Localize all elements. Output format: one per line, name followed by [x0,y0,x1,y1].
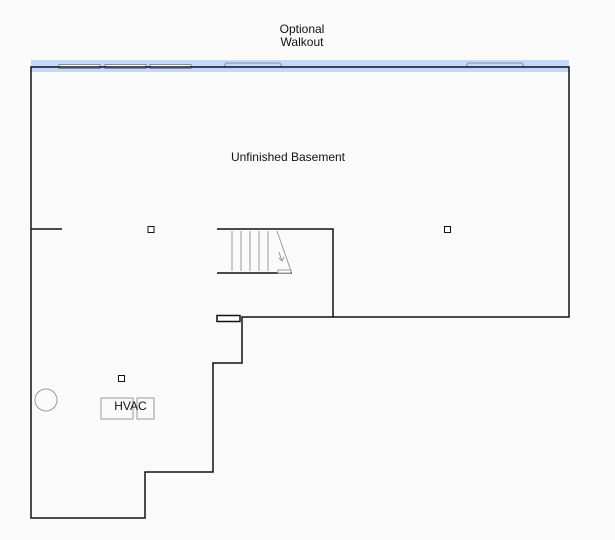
hvac-unit [136,397,155,420]
stair-arrow-icon [278,251,285,262]
walkout-label-line-1: Optional [279,22,325,36]
stair-enclosure [217,228,334,317]
walkout-label: Optional Walkout [262,23,342,49]
walkout-door-right [465,62,525,68]
walkout-door-left [223,62,283,68]
walkout-label-line-2: Walkout [280,35,324,49]
room-label: Unfinished Basement [230,150,346,164]
support-post [147,226,155,233]
water-heater-icon [34,388,58,412]
hvac-label: HVAC [114,399,147,413]
exterior-wall [30,66,570,519]
hvac-unit [100,397,134,420]
stairs [231,230,292,274]
support-post [444,226,451,233]
door-block [216,314,241,323]
support-post [118,375,125,382]
